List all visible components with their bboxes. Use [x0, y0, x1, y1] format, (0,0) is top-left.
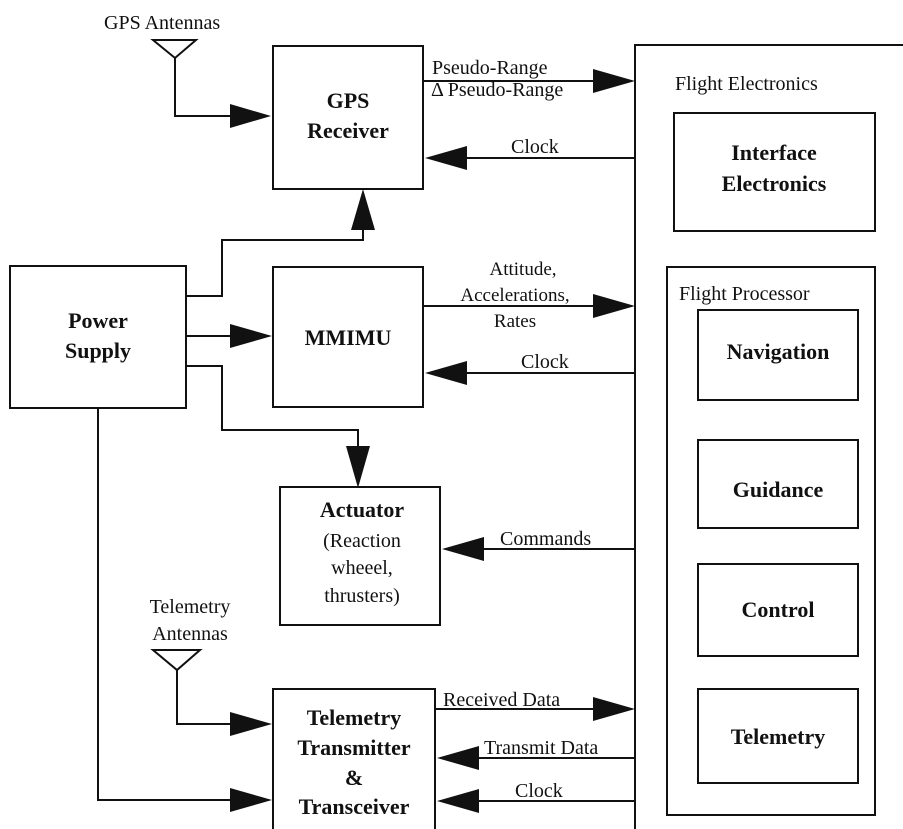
telemetry-antenna-arrow	[230, 712, 272, 736]
actuator-box	[279, 486, 441, 626]
gps-receiver-label-2: Receiver	[307, 118, 389, 143]
transmit-data-label: Transmit Data	[484, 737, 598, 759]
telemetry-antennas-label-1: Telemetry	[150, 596, 231, 618]
interface-electronics-label-2: Electronics	[722, 171, 827, 196]
imu-data-arrow	[593, 294, 635, 318]
commands-arrow	[442, 537, 484, 561]
transmit-data-arrow	[437, 746, 479, 770]
delta-pseudo-range-label: Δ Pseudo-Range	[431, 79, 563, 101]
telemetry-transceiver-box	[272, 688, 436, 829]
navigation-box	[697, 309, 859, 401]
flight-processor-label: Flight Processor	[679, 283, 810, 305]
guidance-label: Guidance	[733, 477, 824, 502]
power-to-actuator-arrow	[346, 446, 370, 488]
mmimu-clock-label: Clock	[521, 351, 569, 373]
telemetry-transceiver-label-3: &	[345, 765, 363, 790]
gps-antennas-label: GPS Antennas	[104, 12, 220, 34]
rates-label: Rates	[494, 311, 536, 332]
power-to-actuator-line	[186, 365, 359, 448]
accelerations-label: Accelerations,	[460, 285, 569, 306]
power-to-gps-line	[186, 228, 364, 297]
mmimu-clock-arrow	[425, 361, 467, 385]
gps-clock-label: Clock	[511, 136, 559, 158]
telemetry-box	[697, 688, 859, 784]
interface-electronics-label-1: Interface	[731, 140, 817, 165]
power-to-gps-arrow	[351, 189, 375, 230]
power-supply-box	[9, 265, 187, 409]
actuator-desc-3: thrusters)	[324, 585, 400, 607]
pseudo-range-label: Pseudo-Range	[432, 57, 548, 79]
power-to-telemetry-line	[97, 408, 232, 801]
telemetry-transceiver-label-4: Transceiver	[299, 794, 410, 819]
telemetry-label: Telemetry	[731, 724, 825, 749]
gps-antenna-arrow	[230, 104, 271, 128]
telemetry-transceiver-label-1: Telemetry	[307, 705, 401, 730]
flight-electronics-label: Flight Electronics	[675, 73, 818, 95]
telemetry-antenna-line	[176, 670, 232, 725]
telemetry-antennas-label-2: Antennas	[152, 623, 228, 645]
power-supply-label-2: Supply	[65, 338, 131, 363]
attitude-label: Attitude,	[489, 259, 556, 280]
gps-antenna-line	[174, 58, 232, 117]
power-to-mmimu-arrow	[230, 324, 272, 348]
power-to-telemetry-arrow	[230, 788, 272, 812]
power-supply-label-1: Power	[68, 308, 128, 333]
mmimu-box	[272, 266, 424, 408]
telemetry-transceiver-label-2: Transmitter	[297, 735, 410, 760]
received-data-label: Received Data	[443, 689, 560, 711]
gps-antenna-icon	[150, 39, 199, 60]
interface-electronics-box	[673, 112, 876, 232]
guidance-box	[697, 439, 859, 529]
actuator-label: Actuator	[320, 497, 405, 522]
telemetry-clock-label: Clock	[515, 780, 563, 802]
mmimu-label: MMIMU	[305, 325, 392, 350]
gps-receiver-box	[272, 45, 424, 190]
control-box	[697, 563, 859, 657]
pseudo-range-arrow	[593, 69, 635, 93]
commands-label: Commands	[500, 528, 591, 550]
telemetry-clock-arrow	[437, 789, 479, 813]
actuator-desc-2: wheeel,	[331, 557, 393, 579]
received-data-arrow	[593, 697, 635, 721]
control-label: Control	[742, 597, 815, 622]
telemetry-antenna-icon	[150, 649, 203, 672]
actuator-desc-1: (Reaction	[323, 530, 401, 552]
navigation-label: Navigation	[727, 339, 830, 364]
gps-clock-arrow	[425, 146, 467, 170]
gps-receiver-label-1: GPS	[327, 88, 370, 113]
